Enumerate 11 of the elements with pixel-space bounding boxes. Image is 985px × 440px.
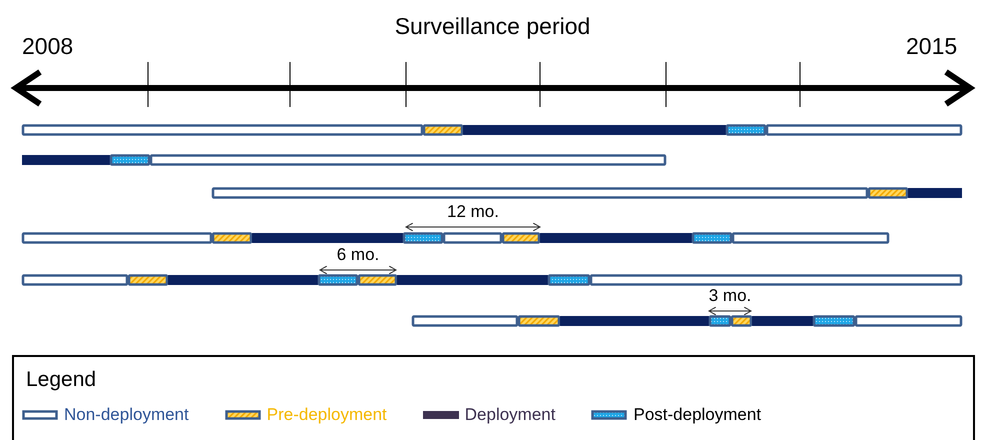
chart-title: Surveillance period [394, 12, 592, 40]
dimension-label: 6 mo. [336, 245, 380, 265]
legend-label: Non-deployment [64, 405, 189, 425]
legend-title: Legend [26, 367, 96, 393]
legend-label: Post-deployment [633, 405, 762, 425]
legend-label: Pre-deployment [266, 405, 387, 425]
dimension-label: 3 mo. [708, 286, 752, 306]
legend-label: Deployment [464, 405, 556, 425]
year-label: 2008 [22, 32, 74, 60]
year-label: 2015 [906, 32, 958, 60]
dimension-label: 12 mo. [447, 202, 499, 222]
